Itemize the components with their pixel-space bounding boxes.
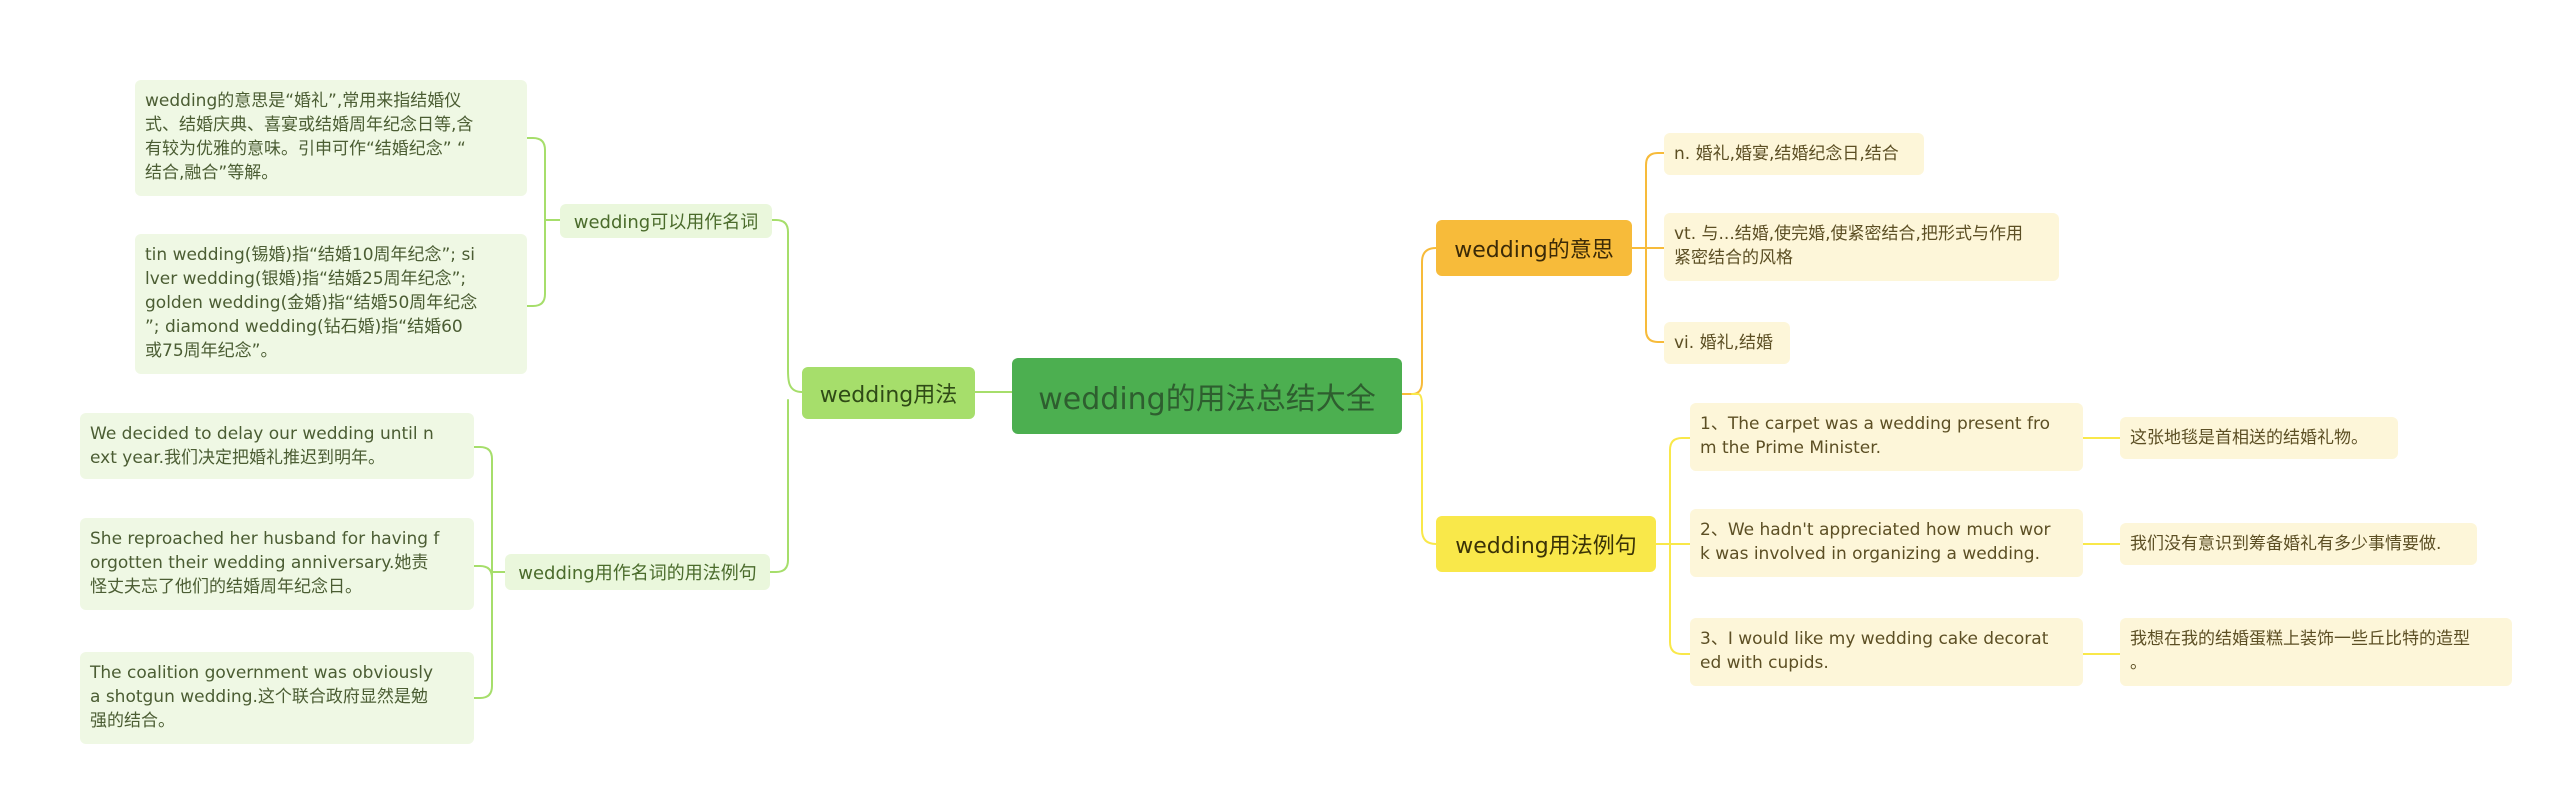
connector-meaning-leaves (1631, 152, 1665, 343)
leaf-example-1-en[interactable]: 1、The carpet was a wedding present fro m… (1690, 403, 2083, 471)
connector-center-right-top (1401, 247, 1437, 395)
connector-examples-leaves (1655, 437, 1691, 655)
leaf-example-delay[interactable]: We decided to delay our wedding until n … (80, 413, 474, 479)
center-topic[interactable]: wedding的用法总结大全 (1012, 358, 1402, 434)
topic-wedding-meaning[interactable]: wedding的意思 (1436, 220, 1632, 276)
leaf-example-3-zh[interactable]: 我想在我的结婚蛋糕上装饰一些丘比特的造型 。 (2120, 618, 2512, 686)
leaf-example-2-zh[interactable]: 我们没有意识到筹备婚礼有多少事情要做. (2120, 523, 2477, 565)
topic-wedding-usage-label: wedding用法 (819, 383, 958, 408)
subtopic-noun-examples-label: wedding用作名词的用法例句 (518, 563, 757, 584)
leaf-example-2-en[interactable]: 2、We hadn't appreciated how much wor k w… (1690, 509, 2083, 577)
topic-wedding-meaning-label: wedding的意思 (1454, 238, 1614, 263)
topic-wedding-usage[interactable]: wedding用法 (802, 367, 975, 419)
topic-wedding-examples-label: wedding用法例句 (1455, 534, 1637, 559)
leaf-example-coalition[interactable]: The coalition government was obviously a… (80, 652, 474, 744)
leaf-meaning-vi[interactable]: vi. 婚礼,结婚 (1664, 322, 1790, 364)
leaf-meaning-noun[interactable]: n. 婚礼,婚宴,结婚纪念日,结合 (1664, 133, 1924, 175)
connector-left-l2 (765, 219, 803, 573)
topic-wedding-examples[interactable]: wedding用法例句 (1436, 516, 1656, 572)
subtopic-noun-examples[interactable]: wedding用作名词的用法例句 (505, 554, 770, 590)
center-topic-label: wedding的用法总结大全 (1038, 382, 1376, 417)
leaf-example-1-zh[interactable]: 这张地毯是首相送的结婚礼物。 (2120, 417, 2398, 459)
leaf-anniversary-terms[interactable]: tin wedding(锡婚)指“结婚10周年纪念”; si lver wedd… (135, 234, 527, 374)
subtopic-noun-label: wedding可以用作名词 (573, 212, 759, 233)
leaf-noun-meaning[interactable]: wedding的意思是“婚礼”,常用来指结婚仪 式、结婚庆典、喜宴或结婚周年纪念… (135, 80, 527, 196)
leaf-example-3-en[interactable]: 3、I would like my wedding cake decorat e… (1690, 618, 2083, 686)
subtopic-noun[interactable]: wedding可以用作名词 (560, 204, 772, 238)
connector-center-right-bottom (1411, 393, 1437, 545)
leaf-meaning-vt[interactable]: vt. 与...结婚,使完婚,使紧密结合,把形式与作用 紧密结合的风格 (1664, 213, 2059, 281)
connector-l2b-leaves (473, 446, 506, 699)
leaf-example-reproached[interactable]: She reproached her husband for having f … (80, 518, 474, 610)
connector-l2a-leaves (526, 137, 561, 307)
